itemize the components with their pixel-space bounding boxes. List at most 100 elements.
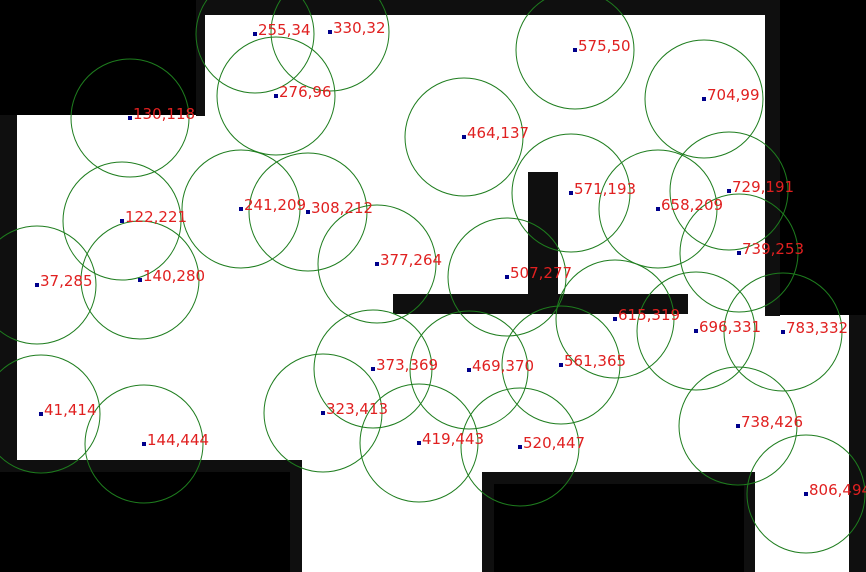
sample-point	[306, 210, 310, 214]
sample-point	[727, 189, 731, 193]
coordinate-label: 373,369	[376, 356, 438, 374]
sample-point	[417, 441, 421, 445]
coverage-circles	[0, 0, 866, 554]
coverage-circle	[313, 309, 433, 429]
obstacle-bottom-mid-core	[494, 484, 744, 572]
floor-region	[17, 15, 849, 572]
sample-point	[138, 278, 142, 282]
coordinate-label: 469,370	[472, 357, 534, 375]
sample-points	[35, 30, 808, 496]
coverage-circle	[460, 387, 580, 507]
coordinate-label: 330,32	[333, 19, 386, 37]
coordinate-label: 144,444	[147, 431, 209, 449]
coverage-circle	[359, 383, 479, 503]
coverage-circle	[70, 58, 190, 178]
coordinate-label: 571,193	[574, 180, 636, 198]
coverage-circle	[678, 366, 798, 486]
sample-point	[569, 191, 573, 195]
wall-partition-vert	[528, 172, 558, 314]
coordinate-label: 37,285	[40, 272, 93, 290]
coverage-circle	[263, 353, 383, 473]
coordinate-label: 783,332	[786, 319, 848, 337]
coordinate-label: 561,365	[564, 352, 626, 370]
coordinate-label: 241,209	[244, 196, 306, 214]
coordinate-label: 276,96	[279, 83, 332, 101]
coverage-circle	[0, 225, 97, 345]
coverage-circle	[270, 0, 390, 92]
coverage-circle	[447, 217, 567, 337]
coverage-circle	[501, 305, 621, 425]
sample-point	[573, 48, 577, 52]
coordinate-label: 575,50	[578, 37, 631, 55]
coordinate-label: 464,137	[467, 124, 529, 142]
coordinate-label: 41,414	[44, 401, 97, 419]
coordinate-labels: 255,34 330,32 575,50 276,96 704,99 130,118 464…	[40, 19, 866, 499]
coordinate-label: 806,494	[809, 481, 866, 499]
wall-top-right	[765, 0, 780, 316]
floor-area	[17, 15, 849, 572]
coverage-circle	[195, 0, 315, 94]
coverage-circle	[511, 133, 631, 253]
coverage-circle	[181, 149, 301, 269]
sample-point	[694, 329, 698, 333]
coverage-circle	[248, 152, 368, 272]
wall-right-edge	[849, 315, 866, 572]
sample-point	[371, 367, 375, 371]
coordinate-label: 729,191	[732, 178, 794, 196]
sample-point	[239, 207, 243, 211]
coordinate-label: 696,331	[699, 318, 761, 336]
coverage-circle	[0, 354, 101, 474]
coordinate-label: 308,212	[311, 199, 373, 217]
wall-left	[0, 115, 17, 460]
coordinate-label: 323,413	[326, 400, 388, 418]
sample-point	[467, 368, 471, 372]
sample-point	[736, 424, 740, 428]
coverage-circle	[679, 193, 799, 313]
coordinate-label: 738,426	[741, 413, 803, 431]
sample-point	[328, 30, 332, 34]
sample-point	[321, 411, 325, 415]
sample-point	[142, 442, 146, 446]
coordinate-label: 658,209	[661, 196, 723, 214]
sample-point	[39, 412, 43, 416]
sample-point	[804, 492, 808, 496]
coverage-circle	[669, 131, 789, 251]
sample-point	[120, 219, 124, 223]
obstacle-bottom-left-core	[0, 472, 290, 572]
sample-point	[462, 135, 466, 139]
coverage-circle	[409, 310, 529, 430]
sample-point	[274, 94, 278, 98]
coverage-circle	[644, 39, 764, 159]
sample-point	[518, 445, 522, 449]
sample-point	[781, 330, 785, 334]
coordinate-label: 704,99	[707, 86, 760, 104]
coverage-circle	[80, 220, 200, 340]
coverage-circle	[723, 272, 843, 392]
coordinate-label: 122,221	[125, 208, 187, 226]
coordinate-label: 130,118	[133, 105, 195, 123]
sample-point	[35, 283, 39, 287]
wall-top	[205, 0, 778, 15]
coverage-circle	[636, 271, 756, 391]
coordinate-label: 255,34	[258, 21, 311, 39]
coordinate-label: 520,447	[523, 434, 585, 452]
sample-point	[656, 207, 660, 211]
coverage-circle	[62, 161, 182, 281]
sample-point	[559, 363, 563, 367]
coverage-circle	[746, 434, 866, 554]
coverage-circle	[216, 36, 336, 156]
coverage-circle	[317, 204, 437, 324]
coordinate-label: 739,253	[742, 240, 804, 258]
sample-point	[737, 251, 741, 255]
coordinate-label: 615,319	[618, 306, 680, 324]
wall-upper-left	[196, 0, 205, 116]
coverage-circle	[404, 77, 524, 197]
coverage-circle	[598, 149, 718, 269]
coordinate-label: 507,277	[510, 264, 572, 282]
coverage-circle	[515, 0, 635, 110]
coordinate-label: 419,443	[422, 430, 484, 448]
sample-point	[128, 116, 132, 120]
